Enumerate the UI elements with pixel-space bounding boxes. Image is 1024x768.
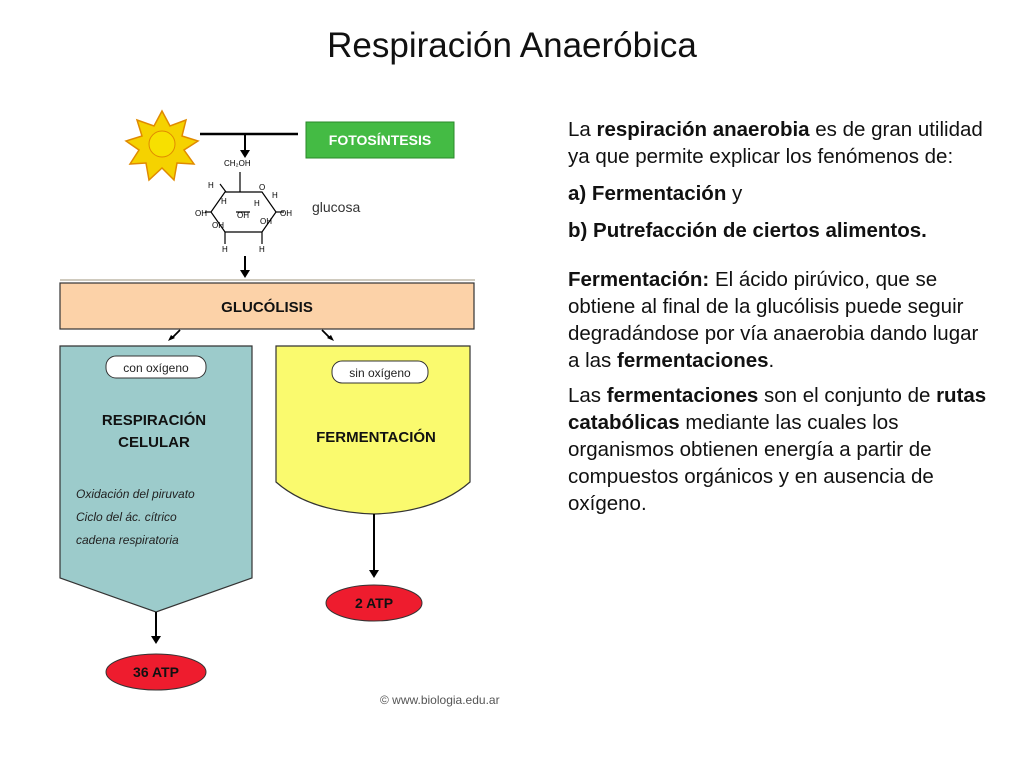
svg-text:H: H bbox=[208, 181, 214, 190]
aerobic-step: cadena respiratoria bbox=[76, 533, 179, 547]
glucose-label: glucosa bbox=[312, 199, 360, 215]
svg-text:OH: OH bbox=[212, 221, 224, 230]
glycolysis-box bbox=[59, 282, 475, 330]
atp-36-badge bbox=[105, 653, 207, 691]
svg-text:H: H bbox=[222, 245, 228, 254]
atp-2-badge bbox=[325, 584, 423, 622]
photosynthesis-box bbox=[305, 121, 455, 159]
svg-text:OH: OH bbox=[195, 209, 207, 218]
source-credit: © www.biologia.edu.ar bbox=[380, 693, 500, 707]
without-oxygen-tag bbox=[331, 360, 429, 384]
with-oxygen-tag bbox=[105, 355, 207, 379]
atp-2-label: 2 ATP bbox=[355, 595, 393, 611]
without-oxygen-label: sin oxígeno bbox=[349, 366, 411, 380]
ch2oh-label: CH₂OH bbox=[224, 159, 251, 168]
slide-title: Respiración Anaeróbica bbox=[327, 26, 697, 65]
svg-text:H: H bbox=[272, 191, 278, 200]
svg-text:O: O bbox=[259, 183, 265, 192]
cellular-respiration-box bbox=[59, 345, 253, 613]
svg-text:OH: OH bbox=[237, 211, 249, 220]
glucose-molecule bbox=[205, 172, 284, 244]
item-putrefaction: b) Putrefacción de ciertos alimentos. bbox=[568, 219, 927, 242]
with-oxygen-label: con oxígeno bbox=[123, 361, 189, 375]
svg-text:OH: OH bbox=[260, 217, 272, 226]
fermentation-title: FERMENTACIÓN bbox=[316, 428, 436, 446]
svg-text:H: H bbox=[221, 197, 227, 206]
aerobic-step: Oxidación del piruvato bbox=[76, 487, 195, 501]
photosynthesis-label: FOTOSÍNTESIS bbox=[329, 132, 431, 148]
fermentation-paragraph: Fermentación: El ácido pirúvico, que se … bbox=[568, 268, 979, 372]
item-fermentation: a) Fermentación y bbox=[568, 182, 743, 205]
aerobic-step: Ciclo del ác. cítrico bbox=[76, 510, 177, 524]
svg-text:H: H bbox=[259, 245, 265, 254]
explanation-text: La respiración anaerobia es de gran util… bbox=[568, 116, 988, 527]
catabolic-routes-paragraph: Las fermentaciones son el conjunto de ru… bbox=[568, 384, 987, 515]
fermentation-box bbox=[275, 345, 471, 515]
intro-paragraph: La respiración anaerobia es de gran util… bbox=[568, 118, 983, 168]
respiration-diagram: FOTOSÍNTESIS CH₂OH O H H H H OH OH OH OH… bbox=[59, 109, 500, 707]
atp-36-label: 36 ATP bbox=[133, 664, 179, 680]
svg-text:H: H bbox=[254, 199, 260, 208]
svg-text:OH: OH bbox=[280, 209, 292, 218]
cellular-respiration-title-2: CELULAR bbox=[118, 434, 190, 451]
branch-arrow-left bbox=[171, 329, 181, 339]
glycolysis-label: GLUCÓLISIS bbox=[221, 298, 313, 316]
cellular-respiration-title-1: RESPIRACIÓN bbox=[102, 411, 206, 429]
branch-arrow-right bbox=[321, 329, 331, 339]
